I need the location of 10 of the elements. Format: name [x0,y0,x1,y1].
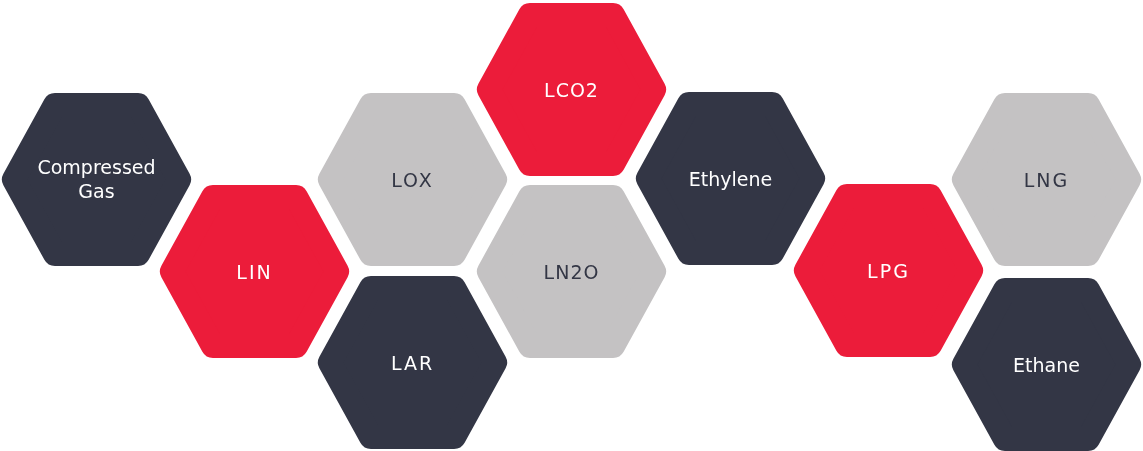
hexagon-label: LAR [390,350,435,375]
hexagon-label: Compressed Gas [37,154,156,205]
hexagon-label: Ethylene [688,166,773,191]
hexagon-label: LIN [236,259,273,284]
hexagon-label: LPG [867,258,910,283]
hexagon-label: LOX [391,167,434,192]
hexagon-label: LNG [1023,167,1070,192]
hexagon-label: Ethane [1013,352,1080,377]
hexagon-label: LN2O [543,259,600,284]
hexagon-label: LCO2 [544,77,599,102]
